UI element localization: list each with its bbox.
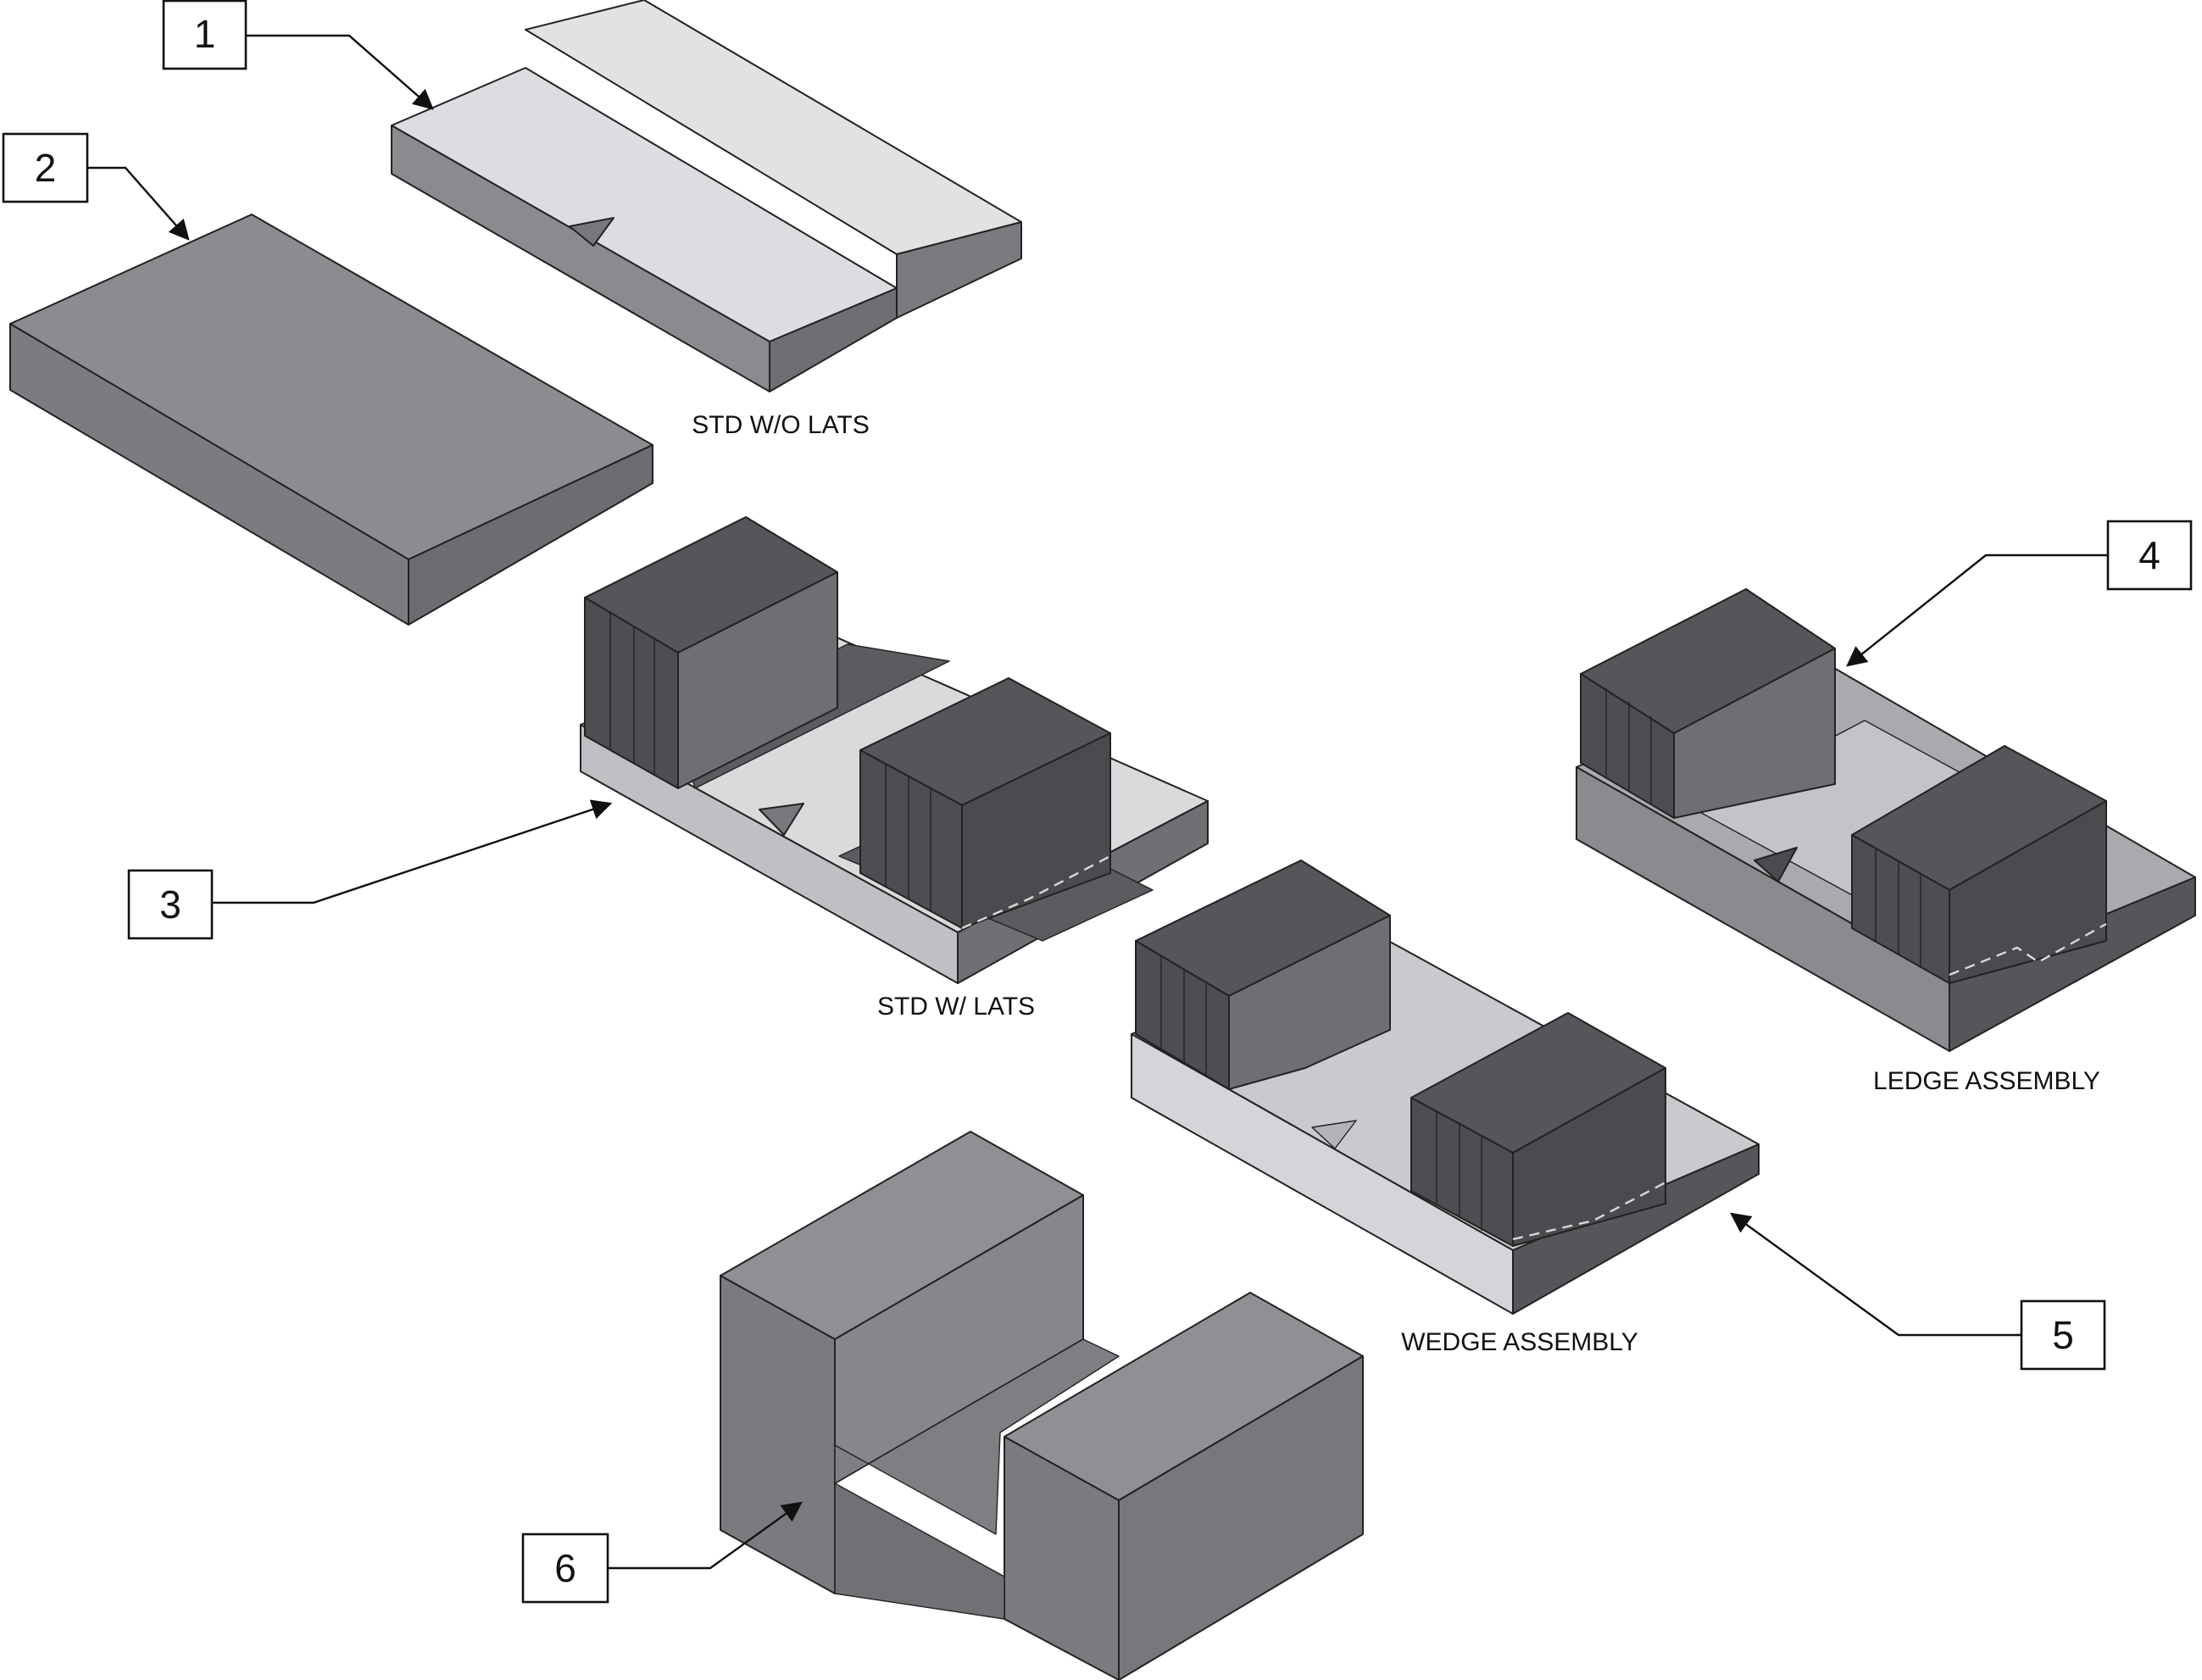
part-6-u-cushion	[720, 1131, 1364, 1680]
label-std-w-lats: STD W/ LATS	[877, 993, 1035, 1021]
label-ledge-assembly: LEDGE ASSEMBLY	[1873, 1067, 2100, 1095]
label-std-wo-lats: STD W/O LATS	[692, 411, 869, 439]
callout-3-number: 3	[159, 882, 181, 926]
callout-6-number: 6	[554, 1546, 576, 1590]
callout-2: 2	[2, 132, 89, 203]
part-3-std-w-lats	[580, 516, 1209, 984]
callout-6: 6	[521, 1533, 609, 1604]
part-5-wedge-assembly	[1131, 859, 1760, 1315]
callout-5: 5	[2020, 1299, 2106, 1371]
callout-1: 1	[162, 0, 247, 70]
callout-4: 4	[2106, 520, 2193, 591]
callout-1-number: 1	[194, 12, 216, 56]
label-wedge-assembly: WEDGE ASSEMBLY	[1401, 1328, 1638, 1356]
callout-leaders	[87, 34, 2108, 1570]
callout-2-number: 2	[35, 146, 57, 190]
callout-4-number: 4	[2138, 533, 2160, 577]
part-2-flat-cushion	[9, 214, 653, 626]
callout-3: 3	[127, 869, 214, 940]
part-4-ledge-assembly	[1576, 588, 2196, 1052]
part-1-std-wo-lats-cushion	[391, 0, 1022, 392]
callout-5-number: 5	[2052, 1313, 2074, 1357]
